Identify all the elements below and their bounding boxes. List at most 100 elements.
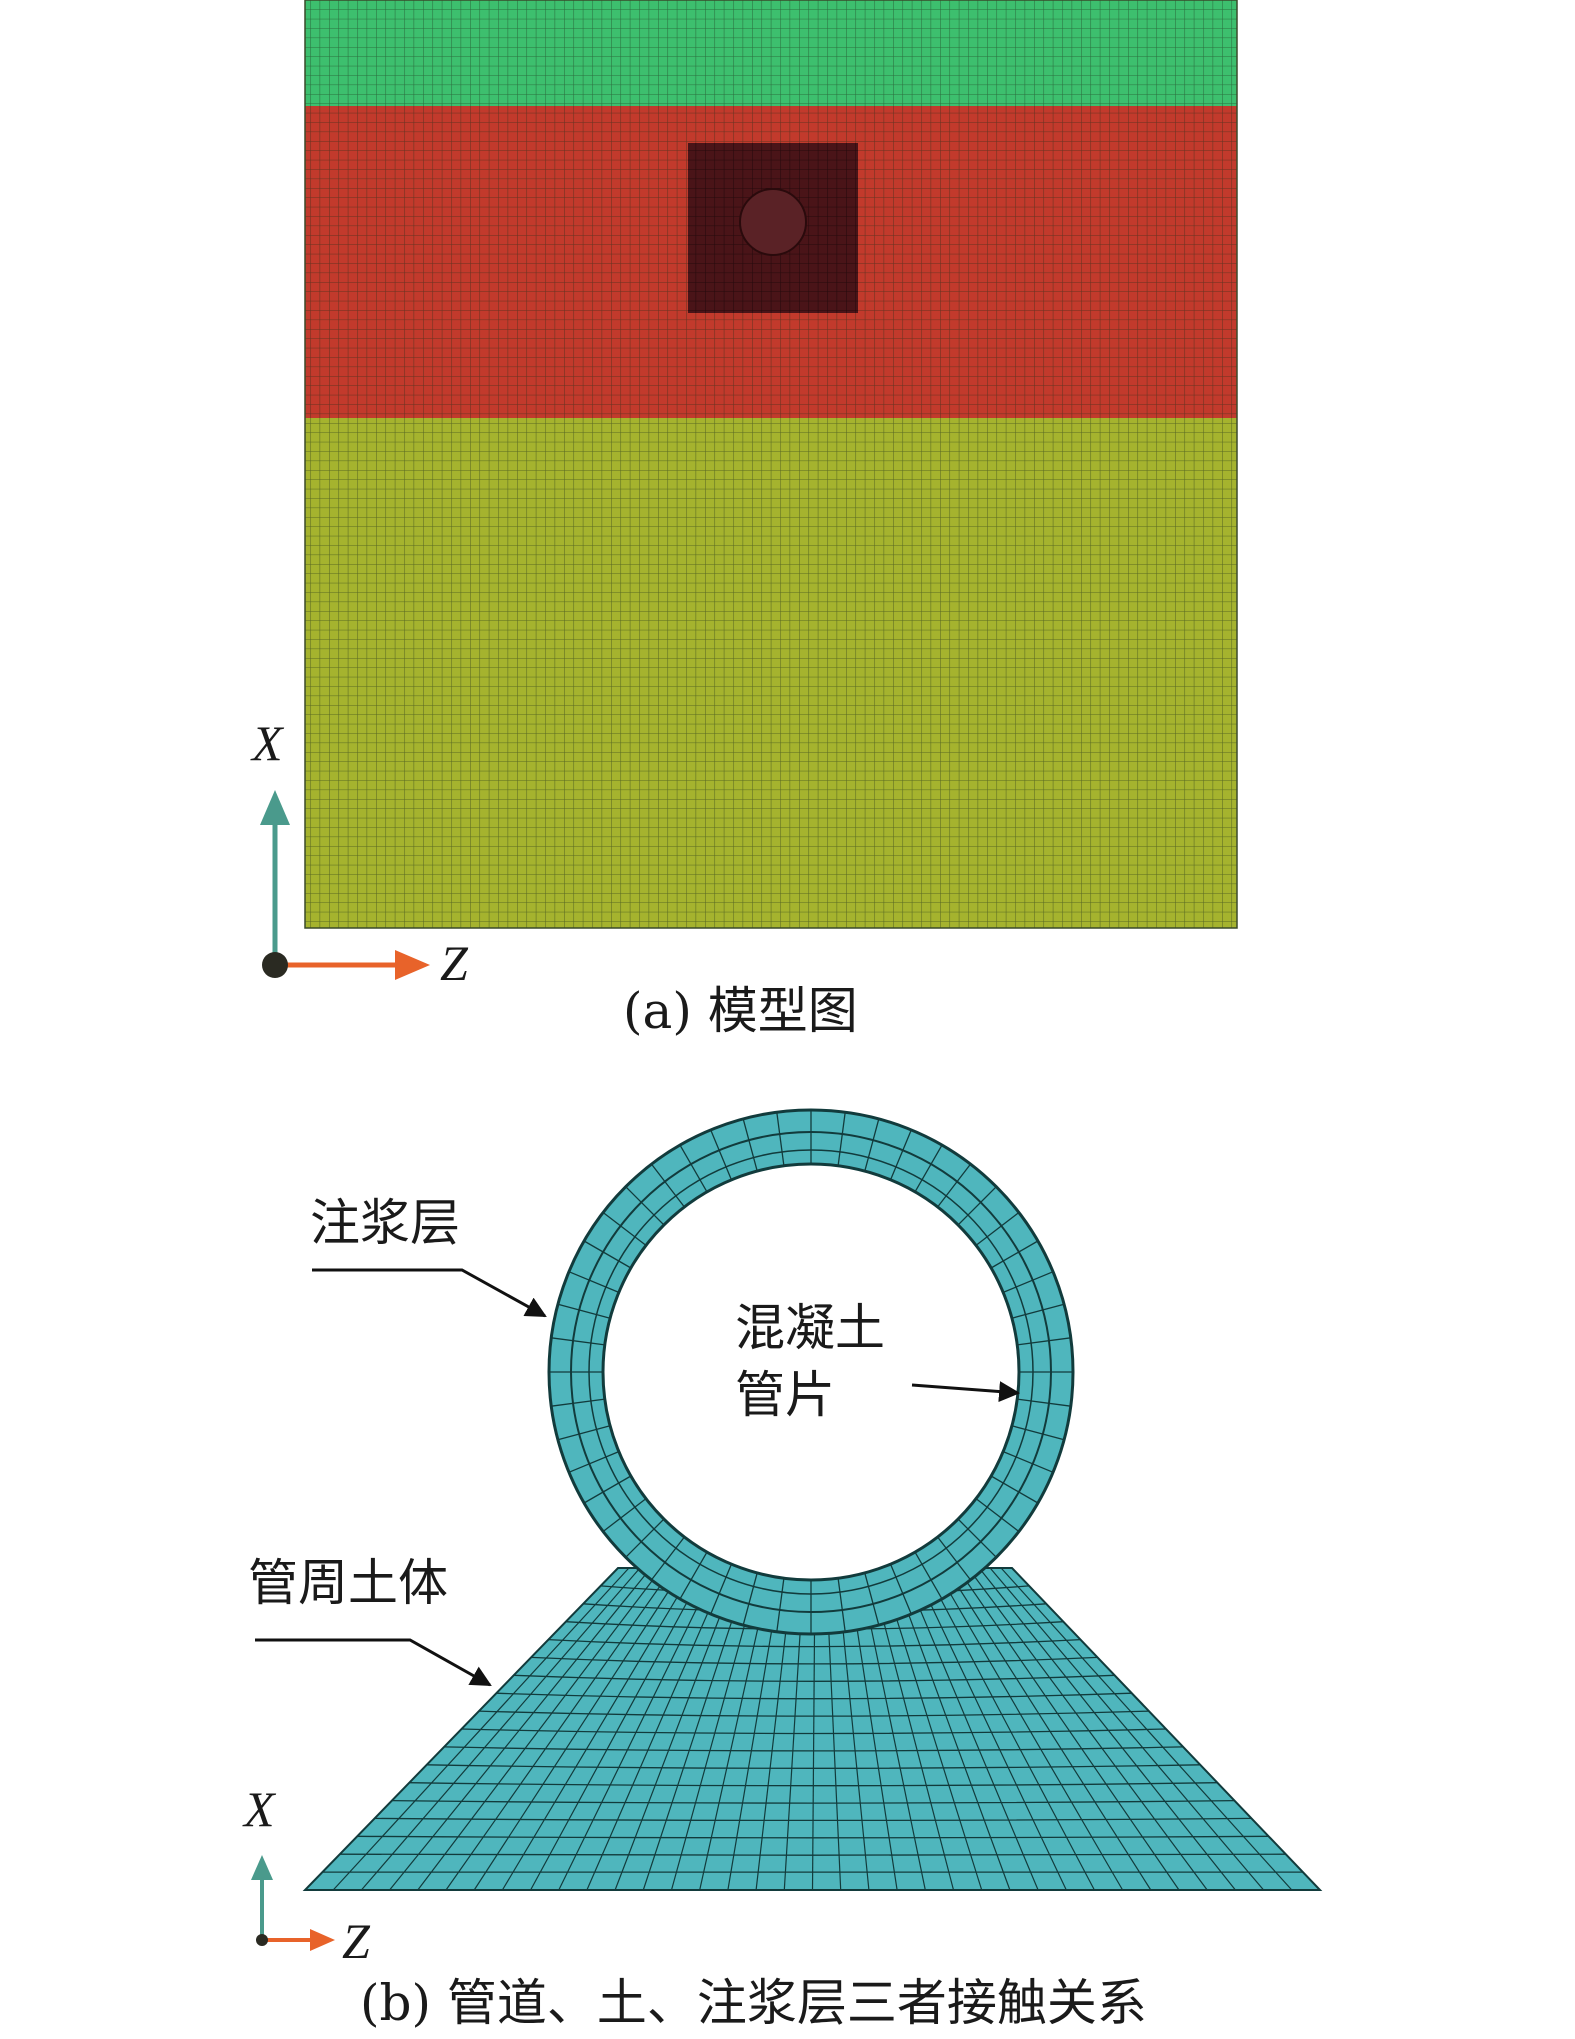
ring-radial-line: [1017, 1337, 1071, 1346]
soil-mesh-column: [389, 1567, 652, 1891]
soil-mesh-column: [978, 1567, 1236, 1891]
ring-radial-line: [551, 1398, 605, 1407]
ring-radial-line: [568, 1450, 620, 1473]
grout-leader-line: [312, 1268, 547, 1318]
model-border: [304, 0, 1238, 929]
model-mesh: [304, 0, 1238, 929]
mesh-grid-overlay: [305, 0, 1237, 928]
soil-mesh-column: [530, 1567, 707, 1891]
ring-radial-line: [1002, 1271, 1054, 1294]
soil-mesh-column: [891, 1567, 1011, 1891]
ring-radial-line: [889, 1563, 912, 1615]
ring-radial-line: [990, 1240, 1039, 1269]
ring-radial-line: [625, 1518, 665, 1558]
ring-radial-line: [1017, 1398, 1071, 1407]
ring-radial-line: [990, 1475, 1039, 1504]
ring-radial-line: [837, 1112, 846, 1166]
pipe-cross-section: [739, 188, 807, 256]
ring-radial-line: [568, 1271, 620, 1294]
soil-mesh-column: [902, 1567, 1039, 1891]
soil-mesh-column: [945, 1567, 1152, 1891]
panel-b: 注浆层 混凝土 管片 管周土体 X Z (b) 管道、土、注浆层三者接触关系: [242, 1108, 1323, 2032]
soil-mesh-column: [445, 1567, 674, 1891]
segment-leader-line: [911, 1381, 1021, 1403]
axis-triad-a: X Z: [250, 715, 469, 991]
caption-a: (a) 模型图: [623, 982, 858, 1040]
ring-radial-line: [864, 1118, 880, 1172]
ring-radial-line: [937, 1536, 972, 1581]
ring-radial-line: [602, 1211, 647, 1246]
ring-radial-line: [837, 1578, 846, 1632]
soil-label: 管周土体: [248, 1554, 448, 1612]
ring-radial-line: [679, 1551, 708, 1600]
pipe-ring: [547, 1108, 1075, 1636]
soil-mesh-column: [360, 1567, 641, 1891]
ring-radial-line: [679, 1144, 708, 1193]
ring-radial-line: [557, 1425, 611, 1441]
callout-segment: 混凝土 管片: [735, 1299, 1021, 1424]
origin-dot: [262, 952, 288, 978]
caption-b: (b) 管道、土、注浆层三者接触关系: [360, 1974, 1147, 2032]
grout-layer-label: 注浆层: [310, 1194, 460, 1252]
ring-radial-line: [914, 1144, 943, 1193]
panel-a: X Z (a) 模型图: [250, 0, 1238, 1040]
soil-mesh-column: [417, 1567, 663, 1891]
callout-grout: 注浆层: [310, 1194, 547, 1318]
ring-radial-line: [625, 1186, 665, 1226]
soil-mesh-column: [332, 1567, 630, 1891]
ring-radial-line: [583, 1475, 632, 1504]
z-axis-label: Z: [440, 935, 469, 991]
ring-radial-line: [914, 1551, 943, 1600]
soil-trapezoid: [302, 1567, 1323, 1891]
soil-mesh-column: [967, 1567, 1208, 1891]
ring-radial-line: [937, 1163, 972, 1208]
soil-mesh-lines: [322, 1567, 1303, 1891]
ring-radial-line: [557, 1303, 611, 1319]
soil-mesh-column: [912, 1567, 1067, 1891]
ring-radial-line: [551, 1337, 605, 1346]
ring-radial-line: [742, 1118, 758, 1172]
ring-radial-line: [776, 1112, 785, 1166]
ring-radial-line: [650, 1536, 685, 1581]
soil-leader-line: [255, 1638, 492, 1687]
ring-radial-line: [1011, 1425, 1065, 1441]
ring-radial-line: [650, 1163, 685, 1208]
z-axis-arrowhead-b: [310, 1929, 335, 1951]
x-axis-label-b: X: [242, 1781, 277, 1837]
ring-radial-line: [957, 1186, 997, 1226]
soil-mesh-column: [558, 1567, 718, 1891]
ring-radial-line: [710, 1563, 733, 1615]
soil-mesh-column: [880, 1567, 983, 1891]
soil-mesh-column: [989, 1567, 1265, 1891]
ring-mesh-radials: [549, 1110, 1073, 1634]
ring-radial-line: [602, 1498, 647, 1533]
soil-mesh-column: [956, 1567, 1180, 1891]
ring-radial-line: [583, 1240, 632, 1269]
ring-radial-line: [864, 1572, 880, 1626]
soil-mesh-column: [614, 1567, 739, 1891]
ring-radial-line: [1002, 1450, 1054, 1473]
ring-radial-line: [957, 1518, 997, 1558]
segment-label-line2: 管片: [735, 1366, 835, 1424]
soil-mesh-column: [501, 1567, 696, 1891]
soil-mesh-column: [1000, 1567, 1293, 1891]
soil-mesh-column: [934, 1567, 1124, 1891]
soil-mesh-column: [923, 1567, 1095, 1891]
ring-radial-line: [975, 1211, 1020, 1246]
ring-radial-line: [1011, 1303, 1065, 1319]
z-axis-label-b: Z: [342, 1913, 371, 1969]
axis-triad-b: X Z: [242, 1781, 371, 1969]
x-axis-arrowhead: [260, 790, 290, 825]
ring-radial-line: [742, 1572, 758, 1626]
segment-label-line1: 混凝土: [735, 1299, 885, 1357]
z-axis-arrowhead: [395, 950, 430, 980]
soil-mesh-column: [473, 1567, 685, 1891]
x-axis-arrowhead-b: [251, 1855, 273, 1880]
ring-radial-line: [889, 1129, 912, 1181]
callout-soil: 管周土体: [248, 1554, 492, 1687]
x-axis-label: X: [250, 715, 285, 771]
origin-dot-b: [256, 1934, 268, 1946]
soil-mesh-column: [586, 1567, 728, 1891]
ring-radial-line: [710, 1129, 733, 1181]
